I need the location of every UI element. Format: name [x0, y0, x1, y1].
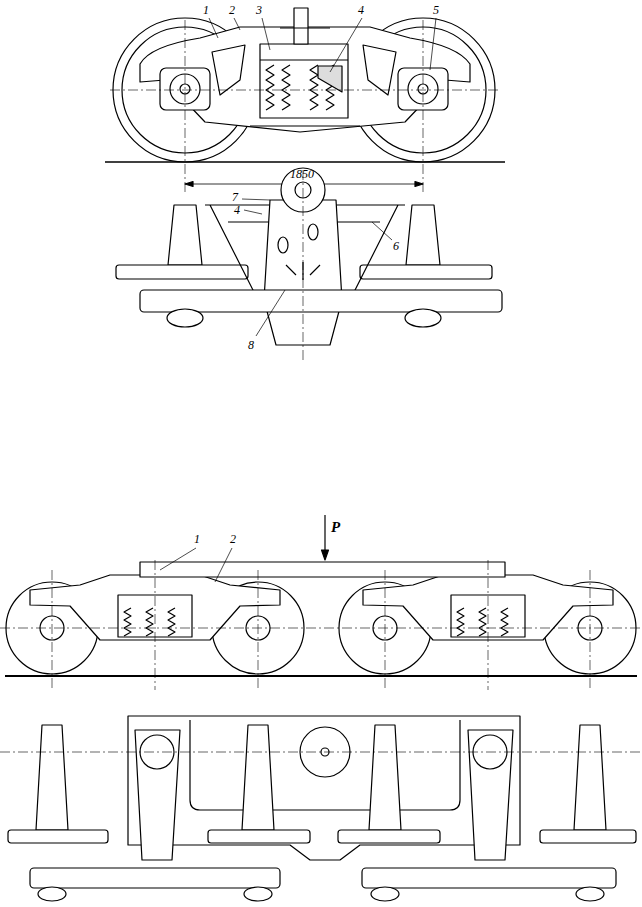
callout-number: 8 [248, 339, 254, 351]
callout-number: 2 [229, 4, 235, 16]
callout-number: 6 [393, 240, 399, 252]
callout-number: 1 [203, 4, 209, 16]
callout-number: 2 [230, 533, 236, 545]
load-label: P [331, 520, 340, 535]
callout-number: 4 [358, 4, 364, 16]
plan-view-bogie [116, 168, 502, 360]
callout-number: 4 [234, 204, 240, 216]
dimension-label: 1850 [290, 168, 314, 180]
span-bolster-plan-view [0, 716, 642, 901]
callout-number: 7 [232, 191, 238, 203]
callout-number: 3 [256, 4, 262, 16]
span-bolster-side-view [0, 515, 642, 690]
callout-number: 1 [194, 533, 200, 545]
side-view-bogie [105, 8, 505, 195]
callout-number: 5 [433, 4, 439, 16]
